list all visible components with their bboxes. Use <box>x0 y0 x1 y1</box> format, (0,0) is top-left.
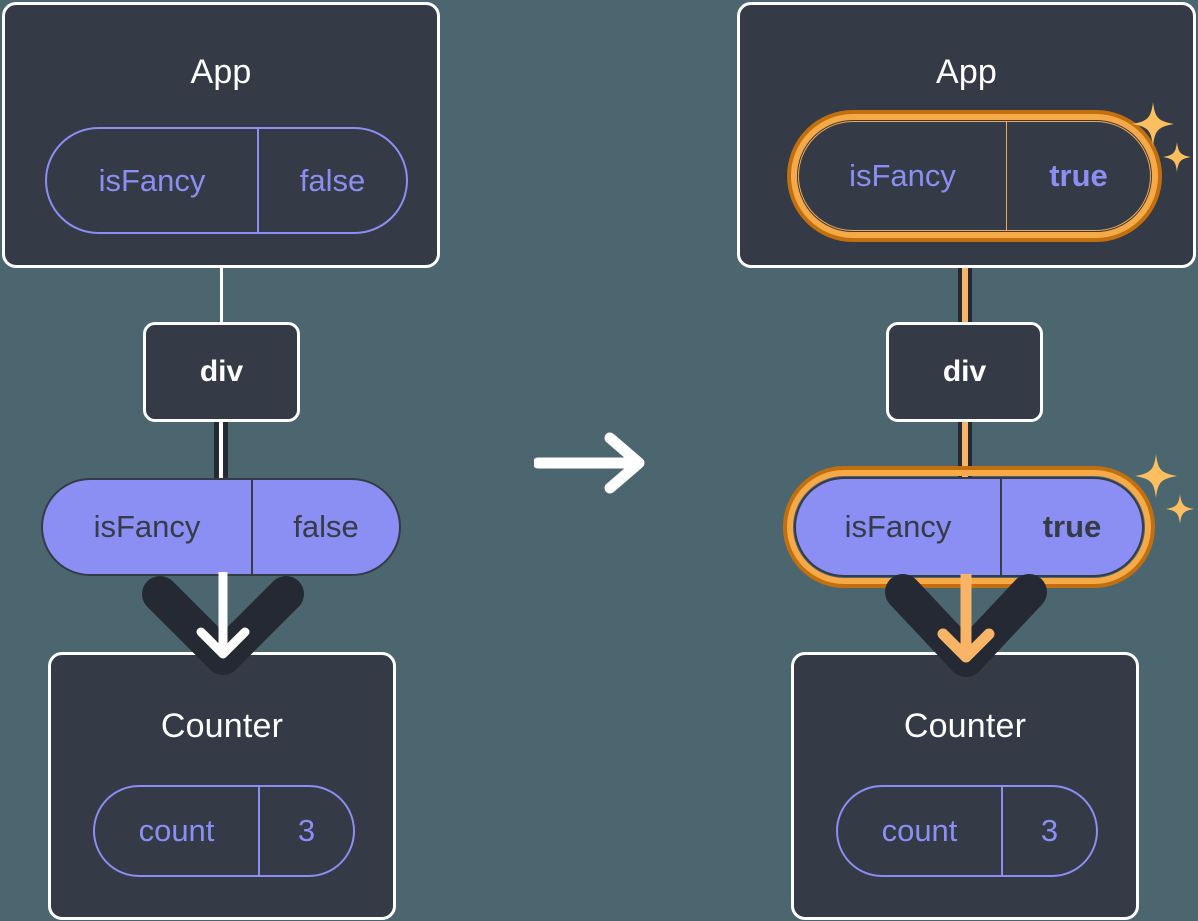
highlight-ring-inner <box>791 114 1158 238</box>
element-label-div: div <box>199 355 244 388</box>
state-pill-value-after: true <box>1006 122 1150 230</box>
prop-pill-value-after: true <box>1000 479 1142 575</box>
connector-div-to-prop-core <box>219 418 223 484</box>
transition-arrow <box>532 432 650 494</box>
state-pill-count[interactable]: count 3 <box>93 785 355 877</box>
component-box-counter[interactable]: Counter count 3 <box>48 652 396 920</box>
prop-pill-key-after: isFancy <box>844 509 952 544</box>
element-box-div[interactable]: div <box>143 322 300 422</box>
panel-after: App isFancy true div isFa <box>599 0 1198 921</box>
state-pill-count-value-after: 3 <box>1001 787 1096 875</box>
state-pill-count-key: count <box>138 813 215 848</box>
state-pill-key-after: isFancy <box>849 158 956 193</box>
state-pill-key: isFancy <box>98 162 206 198</box>
component-title-counter-after: Counter <box>903 707 1027 745</box>
prop-pill-value: false <box>251 480 399 574</box>
component-box-app[interactable]: App isFancy false <box>2 2 440 268</box>
connector-app-to-div <box>220 266 223 324</box>
state-pill-count-key-after: count <box>881 813 958 848</box>
element-label-div-after: div <box>942 355 987 388</box>
state-pill-isfancy-after-highlight[interactable]: isFancy true <box>787 110 1162 242</box>
state-pill-value: false <box>257 129 406 232</box>
component-title-counter: Counter <box>160 707 284 745</box>
state-pill-isfancy-after: isFancy true <box>798 121 1151 231</box>
prop-pill-isfancy-after-highlight[interactable]: isFancy true <box>783 466 1155 588</box>
sparkle-icon-app <box>1127 96 1198 188</box>
prop-pill-isfancy-after: isFancy true <box>794 477 1144 577</box>
component-title-app-after: App <box>935 53 998 91</box>
state-pill-count-value: 3 <box>258 787 353 875</box>
connector-div-to-prop-core-after <box>962 418 968 488</box>
component-box-counter-after[interactable]: Counter count 3 <box>791 652 1139 920</box>
flow-arrow-down-after <box>883 574 1049 677</box>
component-title-app: App <box>190 53 252 91</box>
prop-pill-isfancy[interactable]: isFancy false <box>41 478 401 576</box>
prop-pill-key: isFancy <box>93 509 201 544</box>
state-pill-count-after[interactable]: count 3 <box>836 785 1098 877</box>
sparkle-icon-prop <box>1130 448 1198 540</box>
state-pill-isfancy[interactable]: isFancy false <box>45 127 408 234</box>
connector-app-to-div-core-after <box>962 224 968 328</box>
panel-before: App isFancy false div isFancy false <box>2 2 440 920</box>
flow-arrow-down <box>140 572 306 675</box>
element-box-div-after[interactable]: div <box>886 322 1043 422</box>
